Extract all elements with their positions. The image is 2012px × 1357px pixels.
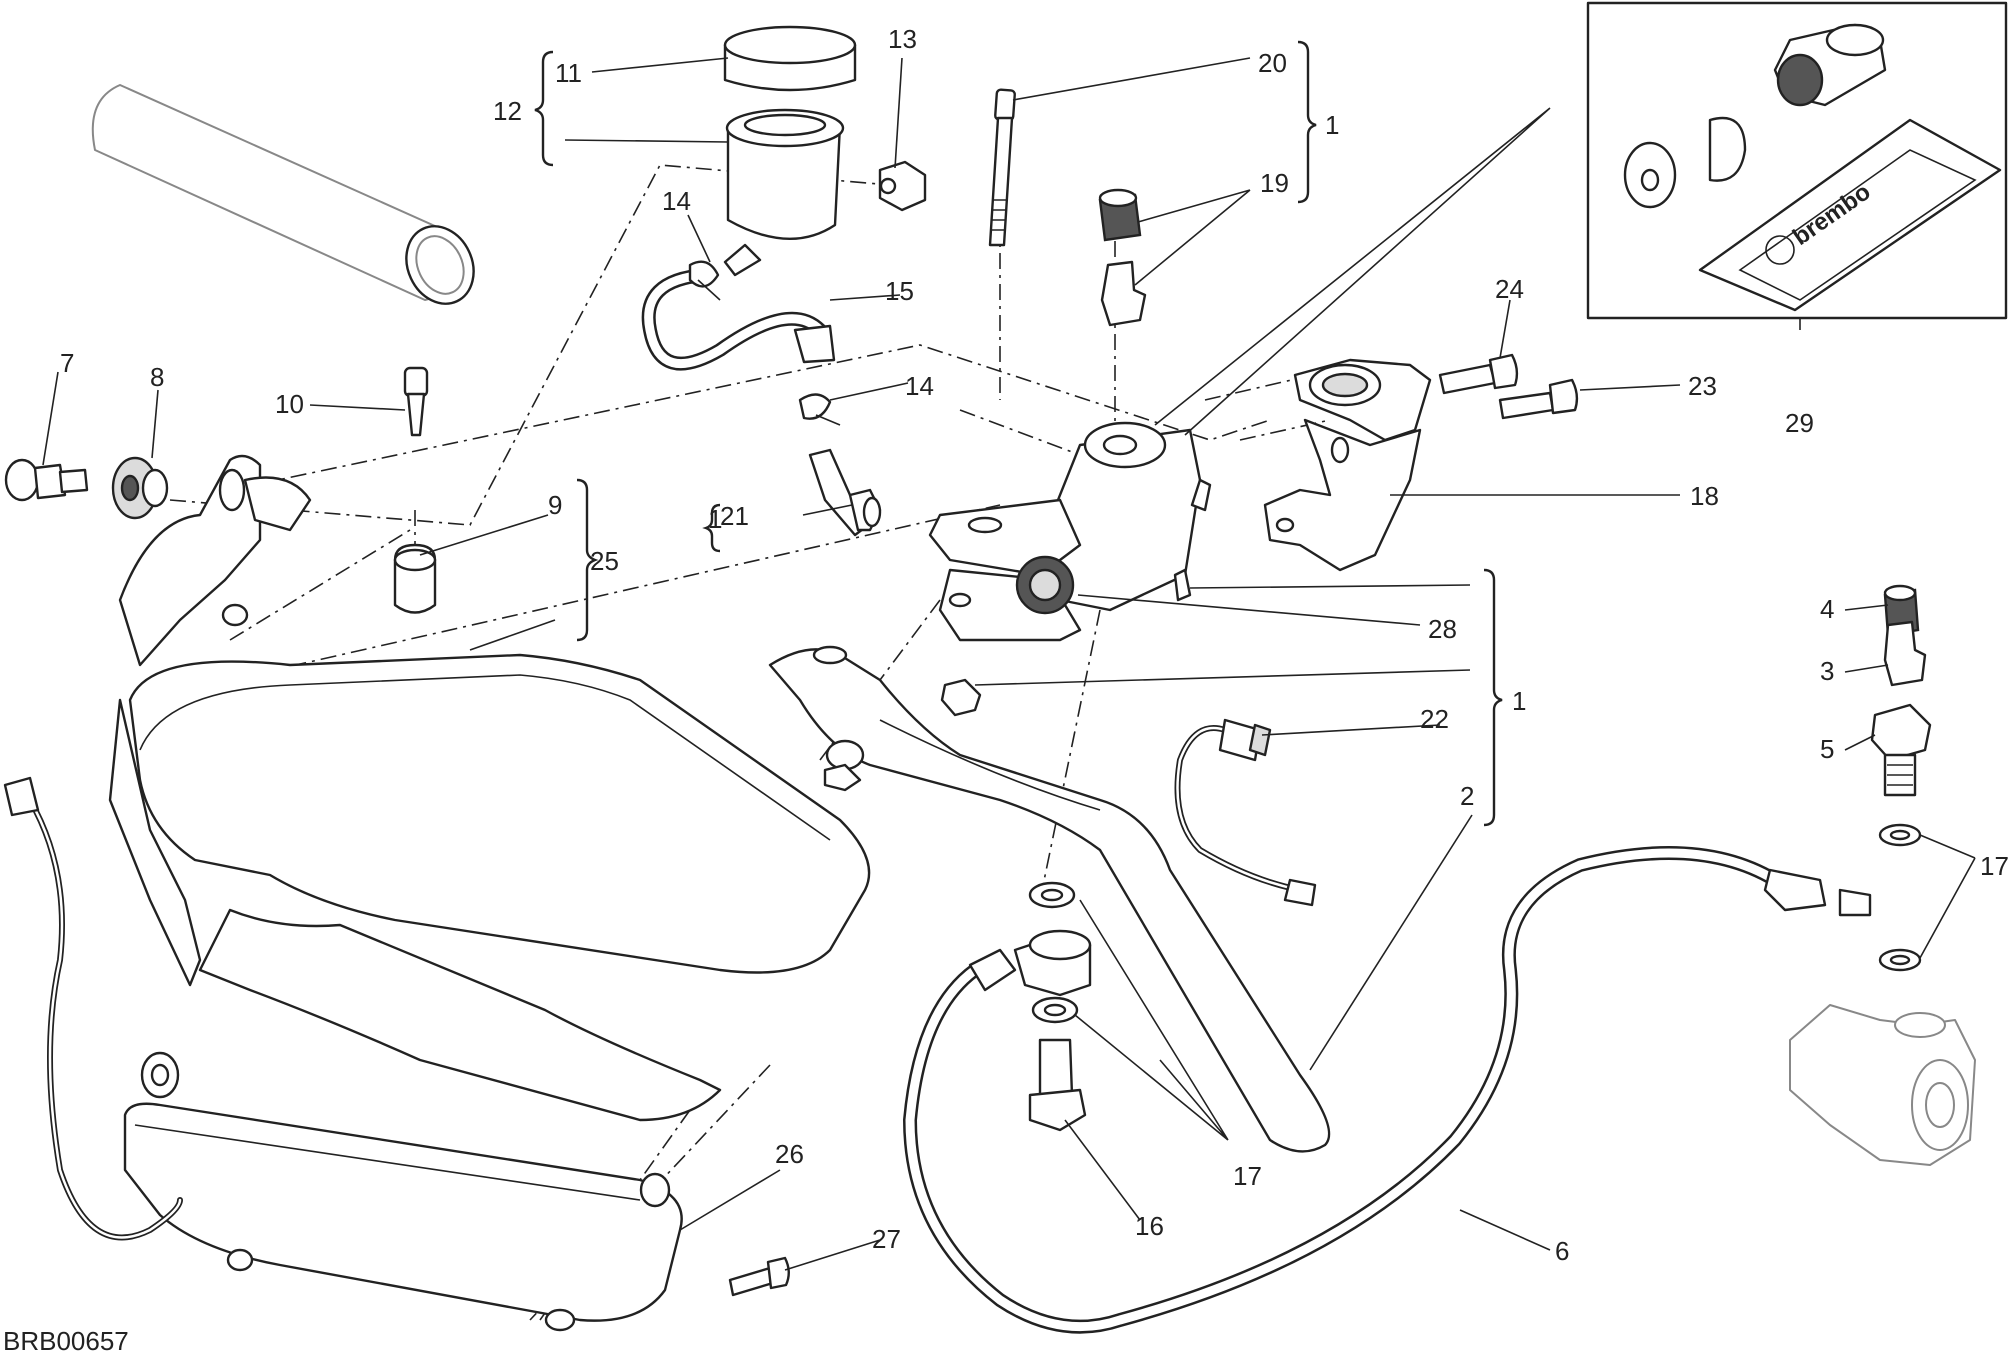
bolt-7 [4, 458, 89, 502]
banjo-bolt-16 [1028, 1038, 1087, 1132]
callout-7: 7 [60, 348, 74, 378]
callout-20: 20 [1258, 48, 1287, 78]
bleed-cap-19 [1098, 188, 1142, 242]
seal-28 [1015, 555, 1075, 615]
callout-14-upper: 14 [662, 186, 691, 216]
leader-lines [42, 57, 1976, 1271]
callout-10: 10 [275, 389, 304, 419]
callout-8: 8 [150, 362, 164, 392]
callout-26: 26 [775, 1139, 804, 1169]
clutch-lever-2 [768, 645, 1331, 1153]
callout-2: 2 [1460, 781, 1474, 811]
bushing-8 [111, 456, 169, 520]
switch-22 [1174, 718, 1317, 907]
callout-1-right: 1 [1512, 686, 1526, 716]
callout-1-left: 1 [708, 504, 722, 534]
turn-signal-26 [123, 1051, 683, 1332]
callout-15: 15 [885, 276, 914, 306]
handlebar-grip [91, 84, 475, 305]
bolt-24 [1438, 353, 1519, 395]
hand-guard-mount [118, 454, 312, 667]
callout-17-right: 17 [1980, 851, 2009, 881]
callout-12: 12 [493, 96, 522, 126]
callout-23: 23 [1688, 371, 1717, 401]
screw-10 [403, 366, 429, 437]
callout-3: 3 [1820, 656, 1834, 686]
callout-21: 21 [720, 501, 749, 531]
washer-17-right-upper [1878, 823, 1922, 847]
banjo-fitting-lower [1013, 929, 1092, 997]
hand-guard-25 [128, 653, 871, 974]
clamp-14-lower [798, 393, 841, 426]
callout-11: 11 [555, 58, 582, 88]
reservoir-cap-11 [723, 25, 857, 92]
reservoir-body-12 [723, 108, 845, 277]
callout-28: 28 [1428, 614, 1457, 644]
bleed-screw-19 [1100, 260, 1147, 327]
callout-13: 13 [888, 24, 917, 54]
nut-lever-pivot [940, 678, 982, 717]
callout-18: 18 [1690, 481, 1719, 511]
hand-guard-inner [108, 698, 722, 1122]
callout-27: 27 [872, 1224, 901, 1254]
adapter-5 [1870, 703, 1932, 797]
slave-cylinder-outline [1789, 1004, 1976, 1166]
callout-17-center: 17 [1233, 1161, 1262, 1191]
callout-25: 25 [590, 546, 619, 576]
bolt-20 [988, 88, 1016, 247]
nut-13 [878, 160, 927, 212]
callout-19: 19 [1260, 168, 1289, 198]
callout-6: 6 [1555, 1236, 1569, 1266]
callout-5: 5 [1820, 734, 1834, 764]
bolt-23 [1498, 378, 1579, 420]
callout-4: 4 [1820, 594, 1834, 624]
callout-9: 9 [548, 490, 562, 520]
hose-15 [641, 268, 836, 371]
spacer-9 [393, 543, 437, 614]
callout-labels: 1 1 1 2 3 4 5 6 7 8 9 10 11 12 13 14 14 … [60, 24, 2009, 1266]
banjo-fitting-21 [808, 448, 882, 537]
washer-17-right-lower [1878, 948, 1922, 972]
callout-16: 16 [1135, 1211, 1164, 1241]
clamp-14-upper [688, 260, 721, 301]
callout-24: 24 [1495, 274, 1524, 304]
clutch-hose-6 [902, 846, 1872, 1334]
callout-29: 29 [1785, 408, 1814, 438]
seal-kit-inset-29: brembo [1586, 1, 2008, 320]
callout-14-lower: 14 [905, 371, 934, 401]
master-cylinder-body [928, 421, 1212, 642]
callout-22: 22 [1420, 704, 1449, 734]
washer-17-middle [1031, 996, 1079, 1024]
screw-27 [728, 1256, 790, 1297]
washer-17-upper [1028, 881, 1076, 909]
bleed-screw-3 [1883, 620, 1927, 687]
turn-signal-wire [3, 776, 183, 1241]
diagram-code: BRB00657 [3, 1326, 129, 1356]
group-braces [534, 40, 1503, 827]
callout-1-top: 1 [1325, 110, 1339, 140]
clamp-bracket-18 [1263, 358, 1432, 572]
